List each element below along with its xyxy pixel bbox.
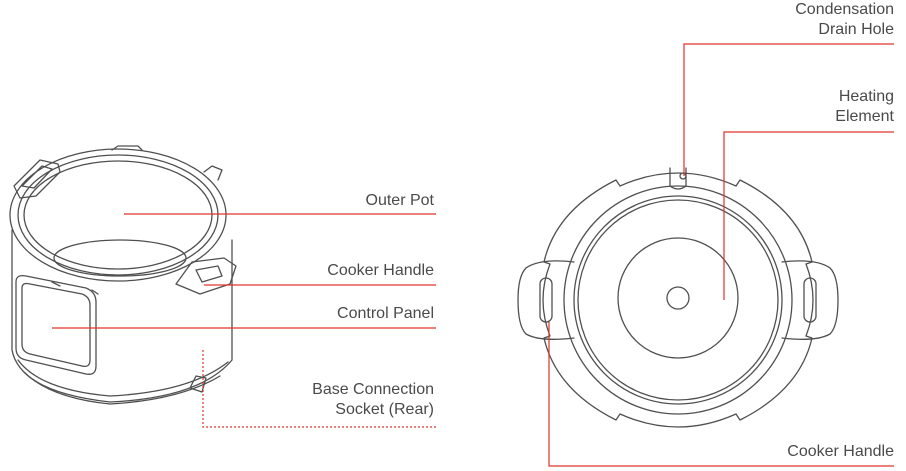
label-cooker-handle-right: Cooker Handle [787, 442, 894, 462]
label-drain-hole-line2: Drain Hole [818, 21, 894, 38]
cooker-body [11, 229, 233, 403]
heating-element [617, 237, 739, 359]
label-outer-pot-text: Outer Pot [365, 192, 434, 209]
label-drain-hole-line1: Condensation [795, 1, 894, 18]
top-view-right-handle [781, 260, 839, 340]
condensation-drain-tab [669, 167, 687, 190]
cooker-perspective-view [9, 145, 237, 405]
top-view-rim [542, 172, 814, 428]
label-heating-element-line1: Heating [838, 88, 894, 105]
left-leader-lines [52, 213, 436, 428]
label-heating-element-line2: Element [835, 108, 894, 125]
label-cooker-handle-left: Cooker Handle [327, 261, 434, 281]
condensation-drain-hole [679, 172, 687, 180]
label-drain-hole: Condensation Drain Hole [795, 0, 894, 40]
center-sensor [666, 286, 690, 310]
outer-pot [23, 160, 213, 270]
label-base-socket: Base Connection Socket (Rear) [312, 380, 434, 420]
label-outer-pot: Outer Pot [366, 191, 434, 211]
base-socket [189, 375, 207, 393]
right-side-handle [175, 257, 237, 295]
label-base-socket-line2: Socket (Rear) [335, 401, 434, 418]
label-base-socket-line1: Base Connection [312, 381, 434, 398]
label-cooker-handle-right-text: Cooker Handle [787, 443, 894, 460]
cooker-top-view [517, 167, 839, 428]
rim-outer [9, 148, 227, 282]
top-view-left-handle [517, 260, 575, 340]
label-control-panel: Control Panel [337, 304, 434, 324]
leader-heating-element [723, 131, 894, 300]
leader-cooker-handle-right [548, 322, 894, 467]
label-cooker-handle-left-text: Cooker Handle [327, 262, 434, 279]
label-control-panel-text: Control Panel [337, 305, 434, 322]
leader-drain-hole [683, 43, 894, 176]
right-leader-lines [548, 43, 894, 467]
label-heating-element: Heating Element [835, 87, 894, 127]
control-panel [15, 274, 97, 375]
leader-base-socket [202, 350, 436, 428]
